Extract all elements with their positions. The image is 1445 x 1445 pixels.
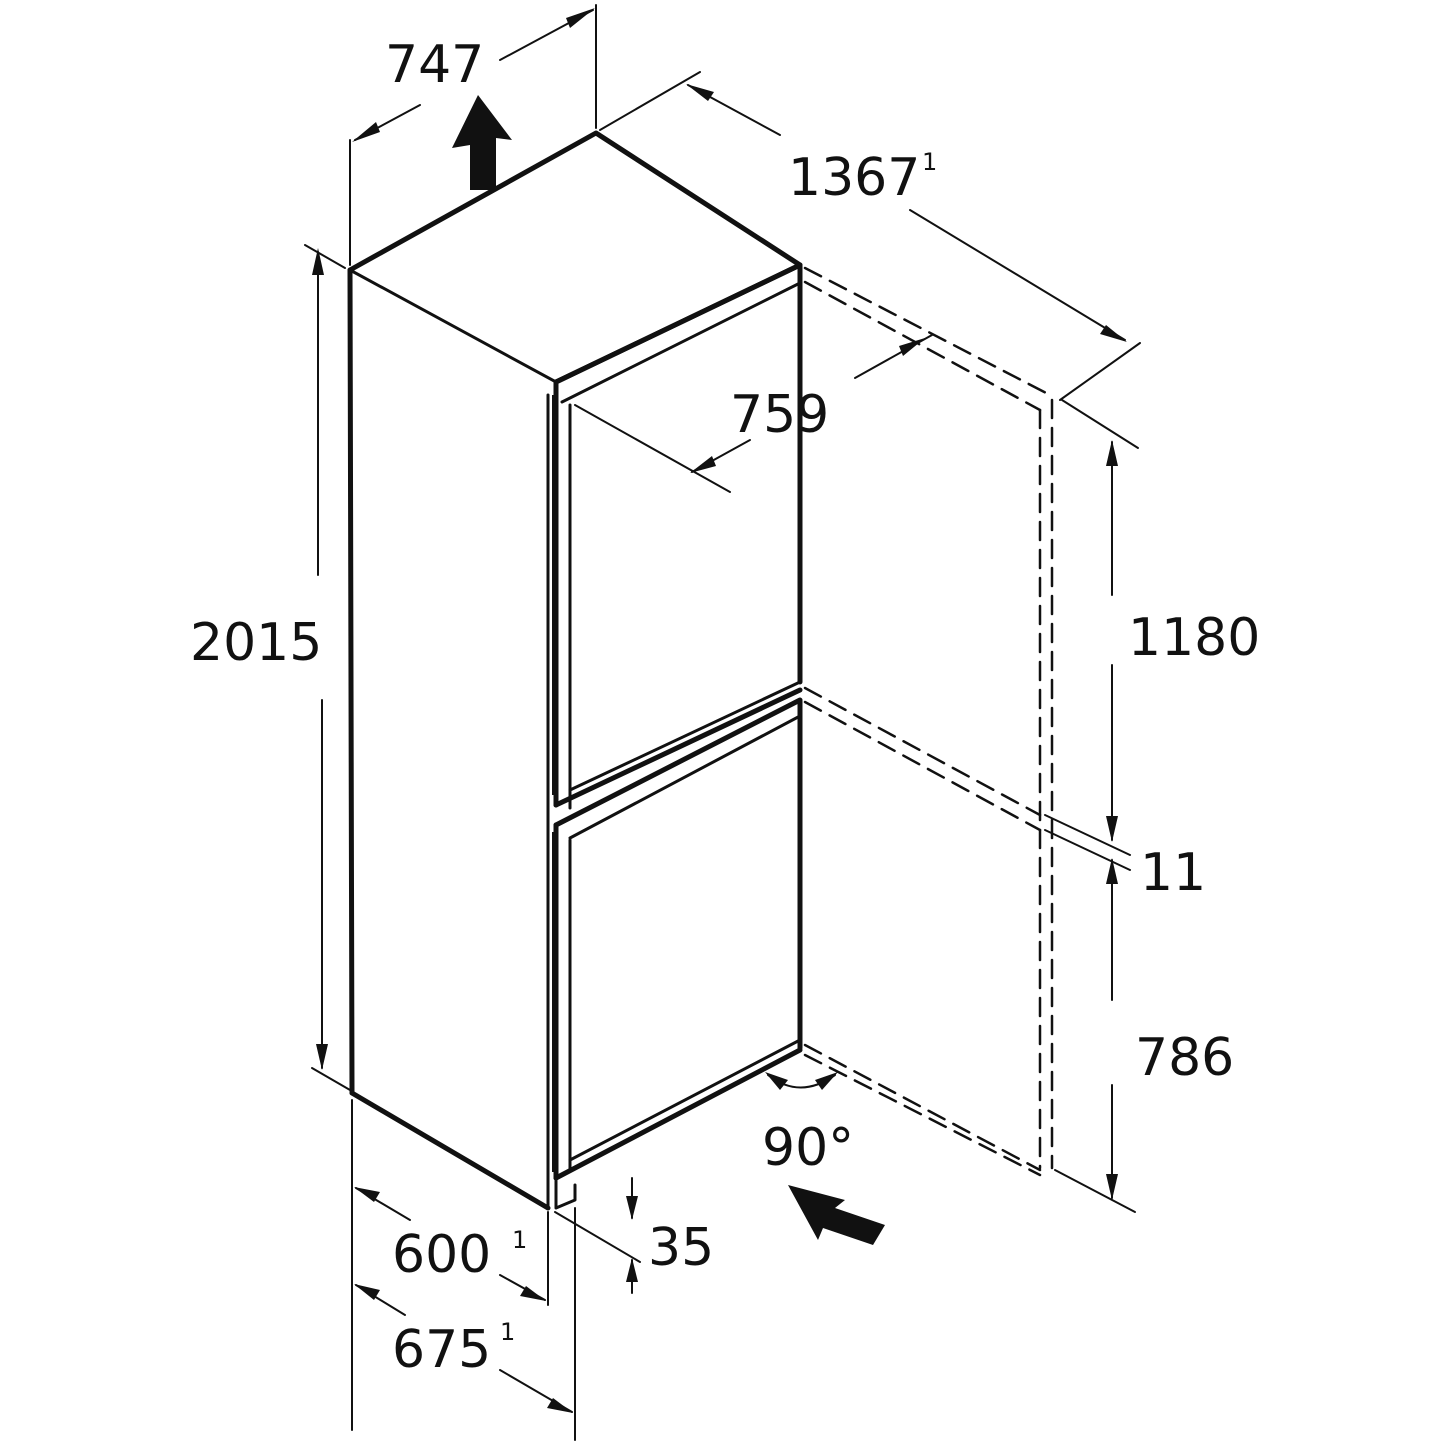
- lower-door-bottom-edge: [553, 1047, 803, 1181]
- upper-door-top-edge: [553, 262, 803, 685]
- upper-door-handle: [552, 395, 558, 795]
- open-door-outline: [803, 266, 1054, 1177]
- dim-door-heights: 1180 11 786: [1044, 399, 1260, 1213]
- label-width: 600: [392, 1225, 491, 1285]
- label-depth-note: 1: [500, 1318, 515, 1346]
- label-plinth: 35: [648, 1218, 714, 1278]
- fridge-body: [347, 130, 803, 1211]
- door-angle: 90°: [762, 1072, 854, 1178]
- dim-plinth: 35: [554, 1177, 714, 1294]
- dim-height: 2015: [190, 244, 351, 1091]
- label-width-note: 1: [512, 1226, 527, 1254]
- open-upper-door-bottom-inner: [803, 700, 1042, 832]
- fridge-front-left-edge: [347, 267, 355, 1096]
- upper-door-inner-edge: [560, 281, 802, 404]
- label-lower-door: 786: [1135, 1028, 1234, 1088]
- dim-door-depth: 759: [574, 334, 933, 493]
- open-upper-door-inner-top: [803, 280, 1042, 412]
- dim-width: 600 1: [351, 1099, 549, 1431]
- label-door-angle: 90°: [762, 1118, 854, 1178]
- fridge-top-outline: [347, 130, 803, 385]
- label-height: 2015: [190, 613, 322, 673]
- label-gap: 11: [1140, 843, 1206, 903]
- open-lower-door-bottom: [803, 1043, 1042, 1172]
- label-total-depth-note: 1: [922, 148, 937, 176]
- upper-door-bottom-inner: [568, 680, 802, 792]
- plinth-outline: [554, 1176, 577, 1210]
- lower-door-inner-top: [568, 714, 802, 840]
- dim-total-depth: 1367 1: [599, 71, 1141, 401]
- upper-door-bottom-edge: [553, 687, 803, 808]
- fridge-side-bottom-edge: [349, 1090, 551, 1211]
- dim-top-width: 747: [349, 4, 597, 266]
- open-upper-door-bottom: [803, 686, 1042, 817]
- lower-door-handle: [552, 832, 558, 1172]
- open-lower-door-bottom-inner: [803, 1053, 1042, 1177]
- air-outlet-arrow-icon: [452, 95, 512, 190]
- air-inlet-arrow-icon: [788, 1185, 885, 1245]
- label-upper-door: 1180: [1128, 608, 1260, 668]
- label-top-width: 747: [385, 35, 484, 95]
- open-upper-door-top: [803, 266, 1052, 397]
- label-total-depth: 1367: [788, 148, 920, 208]
- dim-depth: 675 1: [354, 1207, 576, 1441]
- lower-door: [552, 697, 803, 1210]
- label-depth: 675: [392, 1320, 491, 1380]
- fridge-top-front-edge: [348, 268, 558, 384]
- lower-door-bottom-inner: [568, 1038, 802, 1162]
- upper-door: [552, 262, 803, 810]
- label-door-depth: 759: [730, 385, 829, 445]
- lower-door-top-edge: [553, 697, 803, 1051]
